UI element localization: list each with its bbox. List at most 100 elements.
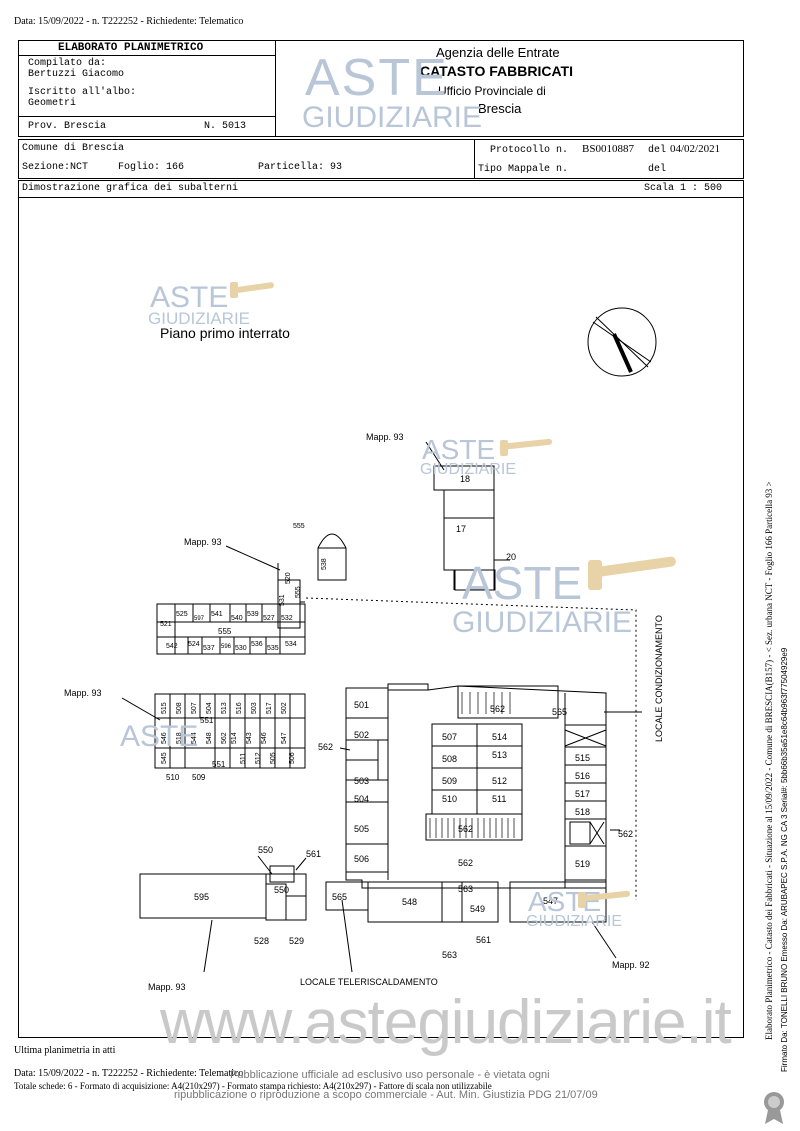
room-562c: 562 bbox=[458, 824, 473, 834]
locale-teleriscaldamento: LOCALE TELERISCALDAMENTO bbox=[300, 977, 438, 987]
room-562a: 562 bbox=[318, 742, 333, 752]
unit-534: 534 bbox=[285, 641, 297, 648]
dimostrazione: Dimostrazione grafica dei subalterni bbox=[22, 183, 239, 194]
province: Prov. Brescia bbox=[28, 121, 107, 132]
unit-525: 525 bbox=[176, 611, 188, 618]
mapp-93-top: Mapp. 93 bbox=[366, 432, 404, 442]
room-562d: 562 bbox=[458, 858, 473, 868]
number: N. 5013 bbox=[204, 121, 247, 132]
top-date-line: Data: 15/09/2022 - n. T222252 - Richiede… bbox=[14, 16, 244, 27]
info-box bbox=[18, 139, 744, 179]
mapp-93-upper-left: Mapp. 93 bbox=[184, 537, 222, 547]
footer-data-line: Data: 15/09/2022 - n. T222252 - Richiede… bbox=[14, 1068, 244, 1079]
room-508: 508 bbox=[442, 754, 457, 764]
room-561a: 561 bbox=[306, 849, 321, 859]
watermark-aste-3: ASTE bbox=[462, 557, 583, 609]
agency-line2: CATASTO FABBRICATI bbox=[420, 63, 573, 79]
mapp-93-bottom: Mapp. 93 bbox=[148, 982, 186, 992]
compiled-label: Compilato da: bbox=[28, 58, 107, 69]
unit-515a: 515 bbox=[161, 702, 168, 714]
unit-517a: 517 bbox=[266, 702, 273, 714]
watermark-aste-header: ASTE bbox=[305, 49, 449, 107]
unit-596: 596 bbox=[221, 644, 232, 650]
footer-totale-line: Totale schede: 6 - Formato di acquisizio… bbox=[14, 1081, 492, 1091]
unit-532: 532 bbox=[281, 615, 293, 622]
mapp-93-mid-left: Mapp. 93 bbox=[64, 688, 102, 698]
room-509: 509 bbox=[442, 776, 457, 786]
side-text-1: Elaborato Planimetrico - Catasto dei Fab… bbox=[764, 481, 774, 1040]
unit-541: 541 bbox=[211, 611, 223, 618]
unit-18: 18 bbox=[460, 474, 470, 484]
unit-510a: 510 bbox=[166, 773, 180, 782]
tipo-mappale: Tipo Mappale n. bbox=[478, 164, 569, 175]
unit-514: 514 bbox=[231, 732, 238, 744]
unit-597: 597 bbox=[194, 616, 205, 622]
compiled-name: Bertuzzi Giacomo bbox=[28, 69, 125, 80]
header-left-box bbox=[18, 40, 276, 137]
foglio: Foglio: 166 bbox=[118, 162, 185, 173]
unit-555a: 555 bbox=[293, 523, 305, 530]
unit-538: 538 bbox=[321, 558, 328, 570]
room-562b: 562 bbox=[490, 704, 505, 714]
agency-line1: Agenzia delle Entrate bbox=[436, 45, 560, 60]
footer-ultima: Ultima planimetria in atti bbox=[14, 1045, 116, 1056]
unit-17: 17 bbox=[456, 524, 466, 534]
watermark-notice-1: Pubblicazione ufficiale ad esclusivo uso… bbox=[230, 1069, 550, 1081]
room-503: 503 bbox=[354, 776, 369, 786]
room-516: 516 bbox=[575, 771, 590, 781]
unit-539: 539 bbox=[247, 611, 259, 618]
unit-545: 545 bbox=[161, 752, 168, 764]
unit-562a: 562 bbox=[221, 732, 228, 744]
room-518: 518 bbox=[575, 807, 590, 817]
room-515: 515 bbox=[575, 753, 590, 763]
room-501: 501 bbox=[354, 700, 369, 710]
unit-521: 521 bbox=[160, 621, 172, 628]
registered-value: Geometri bbox=[28, 98, 77, 109]
room-511: 511 bbox=[492, 794, 506, 804]
watermark-giudiziarie-3: GIUDIZIARIE bbox=[452, 606, 633, 639]
watermark-aste-1: ASTE bbox=[150, 281, 229, 314]
unit-546: 546 bbox=[161, 732, 168, 744]
unit-507a: 507 bbox=[191, 702, 198, 714]
scala: Scala 1 : 500 bbox=[644, 183, 723, 194]
unit-551b: 551 bbox=[212, 760, 226, 769]
room-549: 549 bbox=[470, 904, 485, 914]
unit-537: 537 bbox=[203, 645, 215, 652]
watermark-giudiziarie-2: GIUDIZIARIE bbox=[420, 461, 517, 478]
room-517: 517 bbox=[575, 789, 590, 799]
floor-title: Piano primo interrato bbox=[160, 325, 290, 341]
dimostrazione-box bbox=[18, 180, 744, 198]
unit-536: 536 bbox=[251, 641, 263, 648]
room-563a: 563 bbox=[458, 884, 473, 894]
watermark-aste-5: ASTE bbox=[528, 886, 602, 917]
unit-535: 535 bbox=[267, 645, 279, 652]
room-547: 547 bbox=[543, 896, 558, 906]
locale-condizionamento: LOCALE CONDIZIONAMENTO bbox=[654, 615, 664, 742]
header-right-box bbox=[276, 40, 744, 137]
agency-line3: Ufficio Provinciale di bbox=[438, 84, 546, 98]
room-510: 510 bbox=[442, 794, 457, 804]
unit-508a: 508 bbox=[176, 702, 183, 714]
unit-502a: 502 bbox=[281, 702, 288, 714]
room-565a: 565 bbox=[552, 707, 567, 717]
room-504: 504 bbox=[354, 794, 369, 804]
unit-509a: 509 bbox=[192, 773, 206, 782]
del2-label: del bbox=[648, 164, 667, 175]
unit-513a: 513 bbox=[221, 702, 228, 714]
north-arrow-circle bbox=[587, 307, 657, 377]
protocollo-value: BS0010887 bbox=[582, 143, 634, 155]
unit-518: 518 bbox=[176, 732, 183, 744]
unit-540: 540 bbox=[231, 615, 243, 622]
unit-520: 520 bbox=[285, 572, 292, 584]
room-550a: 550 bbox=[258, 845, 273, 855]
watermark-notice-2: ripubblicazione o riproduzione a scopo c… bbox=[174, 1089, 598, 1101]
room-519: 519 bbox=[575, 859, 590, 869]
particella: Particella: 93 bbox=[258, 162, 343, 173]
unit-524: 524 bbox=[188, 641, 200, 648]
watermark-giudiziarie-1: GIUDIZIARIE bbox=[148, 309, 251, 328]
unit-511a: 511 bbox=[240, 753, 247, 764]
room-529: 529 bbox=[289, 936, 304, 946]
unit-504a: 504 bbox=[206, 702, 213, 714]
unit-512a: 512 bbox=[255, 752, 262, 764]
unit-546b: 546 bbox=[261, 732, 268, 744]
